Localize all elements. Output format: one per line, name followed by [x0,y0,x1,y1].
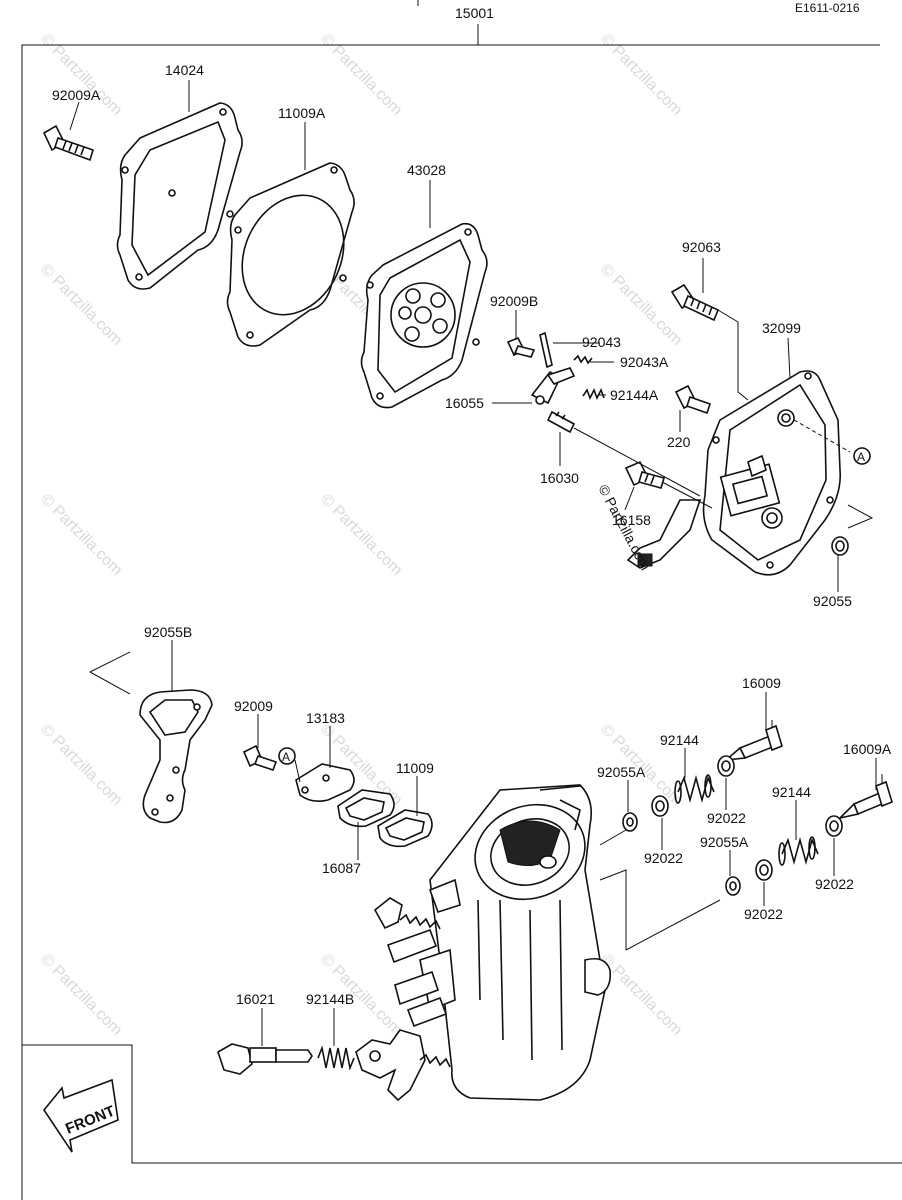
watermark: © Partzilla.com [37,951,125,1039]
assembly-number: 15001 [455,5,494,21]
spring-92144a [582,388,605,400]
watermark: © Partzilla.com [37,31,125,119]
callout-43028: 43028 [407,162,446,178]
carburetor-body [419,784,612,1101]
watermark: © Partzilla.com [597,31,685,119]
mixture-screw-16009 [723,720,783,762]
screw-92063 [670,283,720,322]
callout-14024: 14024 [165,62,204,78]
spring-92144-upper [674,774,715,804]
screw-220 [674,384,712,415]
callout-32099: 32099 [762,320,801,336]
marker-a-top: A [853,447,871,465]
callout-13183: 13183 [306,710,345,726]
top-leader-lines [69,80,874,592]
callout-16021: 16021 [236,991,275,1007]
pin-92043 [539,331,553,369]
spring-92144-lower [778,836,819,866]
callout-16158: 16158 [612,512,651,528]
marker-a-label: A [857,450,865,464]
callout-92043a: 92043A [620,354,669,370]
gasket-11009 [377,809,433,848]
callout-220: 220 [667,434,691,450]
watermark: © Partzilla.com [317,31,405,119]
callout-92009: 92009 [234,698,273,714]
throttle-lever [355,1029,451,1102]
screw-92009b [506,336,536,358]
mixture-screw-16009a [837,774,893,820]
gasket-14024 [116,102,243,290]
marker-a-label: A [282,750,290,764]
gasket-92055b [139,689,213,824]
callout-11009: 11009 [396,760,434,776]
callout-92022-b: 92022 [707,810,746,826]
callout-92055a-lower: 92055A [700,834,749,850]
drawing-code: E1611-0216 [795,1,860,15]
screw-16158 [624,460,666,489]
bottom-leader-lines [89,640,877,1046]
needle-16030 [546,410,576,434]
watermark: © Partzilla.com [37,491,125,579]
callout-92144-upper: 92144 [660,732,699,748]
marker-a-bottom: A [278,747,296,765]
watermark: © Partzilla.com [37,261,125,349]
callout-11009a: 11009A [278,105,326,121]
screw-92009 [242,744,278,772]
gasket-11009a [226,162,355,347]
callout-16087: 16087 [322,860,361,876]
throttle-linkage [373,897,448,1028]
watermark: © Partzilla.com [317,491,405,579]
watermark: © Partzilla.com [37,721,125,809]
callout-92022-d: 92022 [815,876,854,892]
washers [622,755,843,896]
lever-16055 [530,367,576,405]
callout-92063: 92063 [682,239,721,255]
callout-16009a: 16009A [843,741,892,757]
spring-92043a [573,354,593,365]
o-ring-92055 [831,536,849,556]
callout-16055: 16055 [445,395,484,411]
assembly-frame [21,0,902,1200]
callout-16030: 16030 [540,470,579,486]
screw-92009a [42,124,94,162]
callout-92144a: 92144A [610,387,659,403]
spring-92144b [317,1045,355,1071]
plate-13183 [295,763,355,802]
callout-92022-c: 92022 [744,906,783,922]
callout-92043: 92043 [582,334,621,350]
watermark: © Partzilla.com [597,951,685,1039]
callout-92009a: 92009A [52,87,101,103]
callout-16009: 16009 [742,675,781,691]
callout-92009b: 92009B [490,293,538,309]
callout-92144-lower: 92144 [772,784,811,800]
diaphragm-43028 [360,222,488,409]
front-arrow: FRONT [43,1078,119,1153]
gasket-16087 [337,789,395,828]
pump-cover-32099 [626,370,842,576]
callout-92055b: 92055B [144,624,192,640]
callout-92055a-upper: 92055A [597,764,646,780]
callout-92055: 92055 [813,593,852,609]
callout-92022-a: 92022 [644,850,683,866]
callout-92144b: 92144B [306,991,354,1007]
idle-screw-16021 [217,1043,313,1075]
